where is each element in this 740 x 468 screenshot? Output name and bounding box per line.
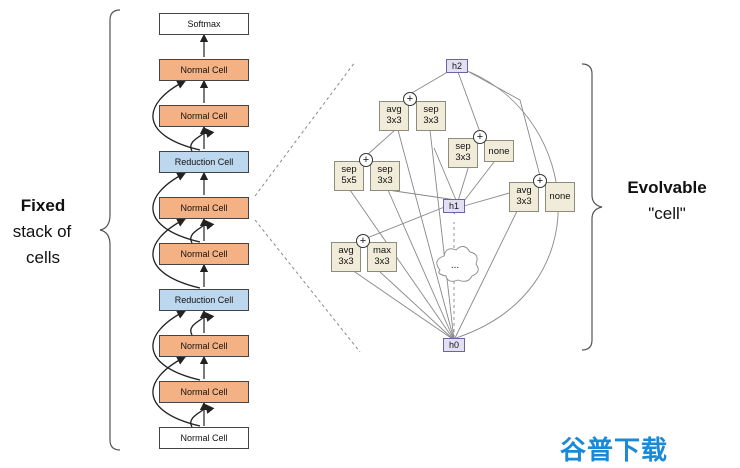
normal-cell: Normal Cell	[159, 243, 249, 265]
add-combiner-icon: +	[403, 92, 417, 106]
op-sep-3x3: sep 3x3	[416, 101, 446, 131]
cells-label: cells	[25, 248, 60, 267]
op-none: none	[484, 140, 514, 162]
op-max-3x3: max 3x3	[367, 242, 397, 272]
stack-of-label: stack of	[12, 222, 72, 241]
normal-cell: Normal Cell	[159, 105, 249, 127]
node-h1: h1	[443, 199, 465, 213]
normal-cell: Normal Cell	[159, 335, 249, 357]
watermark-logo: 谷普下载	[560, 436, 669, 466]
op-avg-3x3: avg 3x3	[379, 101, 409, 131]
node-h2: h2	[446, 59, 468, 73]
fixed-label: Fixed	[20, 196, 66, 215]
cloud-shape	[436, 246, 479, 282]
op-avg-3x3: avg 3x3	[509, 182, 539, 212]
ellipsis-label: ...	[450, 260, 460, 271]
normal-cell: Normal Cell	[159, 381, 249, 403]
op-none: none	[545, 182, 575, 212]
normal-cell: Normal Cell	[159, 59, 249, 81]
op-sep-3x3: sep 3x3	[448, 138, 478, 168]
reduction-cell: Reduction Cell	[159, 151, 249, 173]
reduction-cell: Reduction Cell	[159, 289, 249, 311]
add-combiner-icon: +	[359, 153, 373, 167]
add-combiner-icon: +	[356, 234, 370, 248]
op-sep-5x5: sep 5x5	[334, 161, 364, 191]
normal-cell-input: Normal Cell	[159, 427, 249, 449]
op-avg-3x3: avg 3x3	[331, 242, 361, 272]
op-sep-3x3: sep 3x3	[370, 161, 400, 191]
cell-quote-label: "cell"	[648, 204, 686, 223]
add-combiner-icon: +	[473, 130, 487, 144]
node-h0: h0	[443, 338, 465, 352]
add-combiner-icon: +	[533, 174, 547, 188]
evolvable-label: Evolvable	[627, 178, 707, 197]
softmax-cell: Softmax	[159, 13, 249, 35]
normal-cell: Normal Cell	[159, 197, 249, 219]
